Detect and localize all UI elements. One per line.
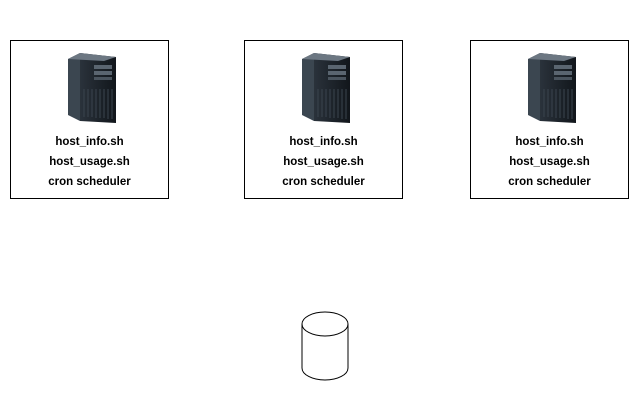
script-label-host-usage: host_usage.sh <box>509 156 590 168</box>
host-node-1: host_info.sh host_usage.sh cron schedule… <box>10 40 169 199</box>
script-label-cron: cron scheduler <box>48 176 131 188</box>
script-label-host-info: host_info.sh <box>55 136 124 148</box>
host-node-3: host_info.sh host_usage.sh cron schedule… <box>470 40 629 199</box>
script-label-cron: cron scheduler <box>508 176 591 188</box>
script-label-host-usage: host_usage.sh <box>49 156 130 168</box>
host-node-2: host_info.sh host_usage.sh cron schedule… <box>244 40 403 199</box>
server-tower-icon <box>302 53 350 123</box>
database-cylinder-icon <box>301 311 349 381</box>
server-tower-icon <box>68 53 116 123</box>
script-label-host-info: host_info.sh <box>515 136 584 148</box>
script-label-cron: cron scheduler <box>282 176 365 188</box>
script-label-host-usage: host_usage.sh <box>283 156 364 168</box>
server-tower-icon <box>528 53 576 123</box>
script-label-host-info: host_info.sh <box>289 136 358 148</box>
